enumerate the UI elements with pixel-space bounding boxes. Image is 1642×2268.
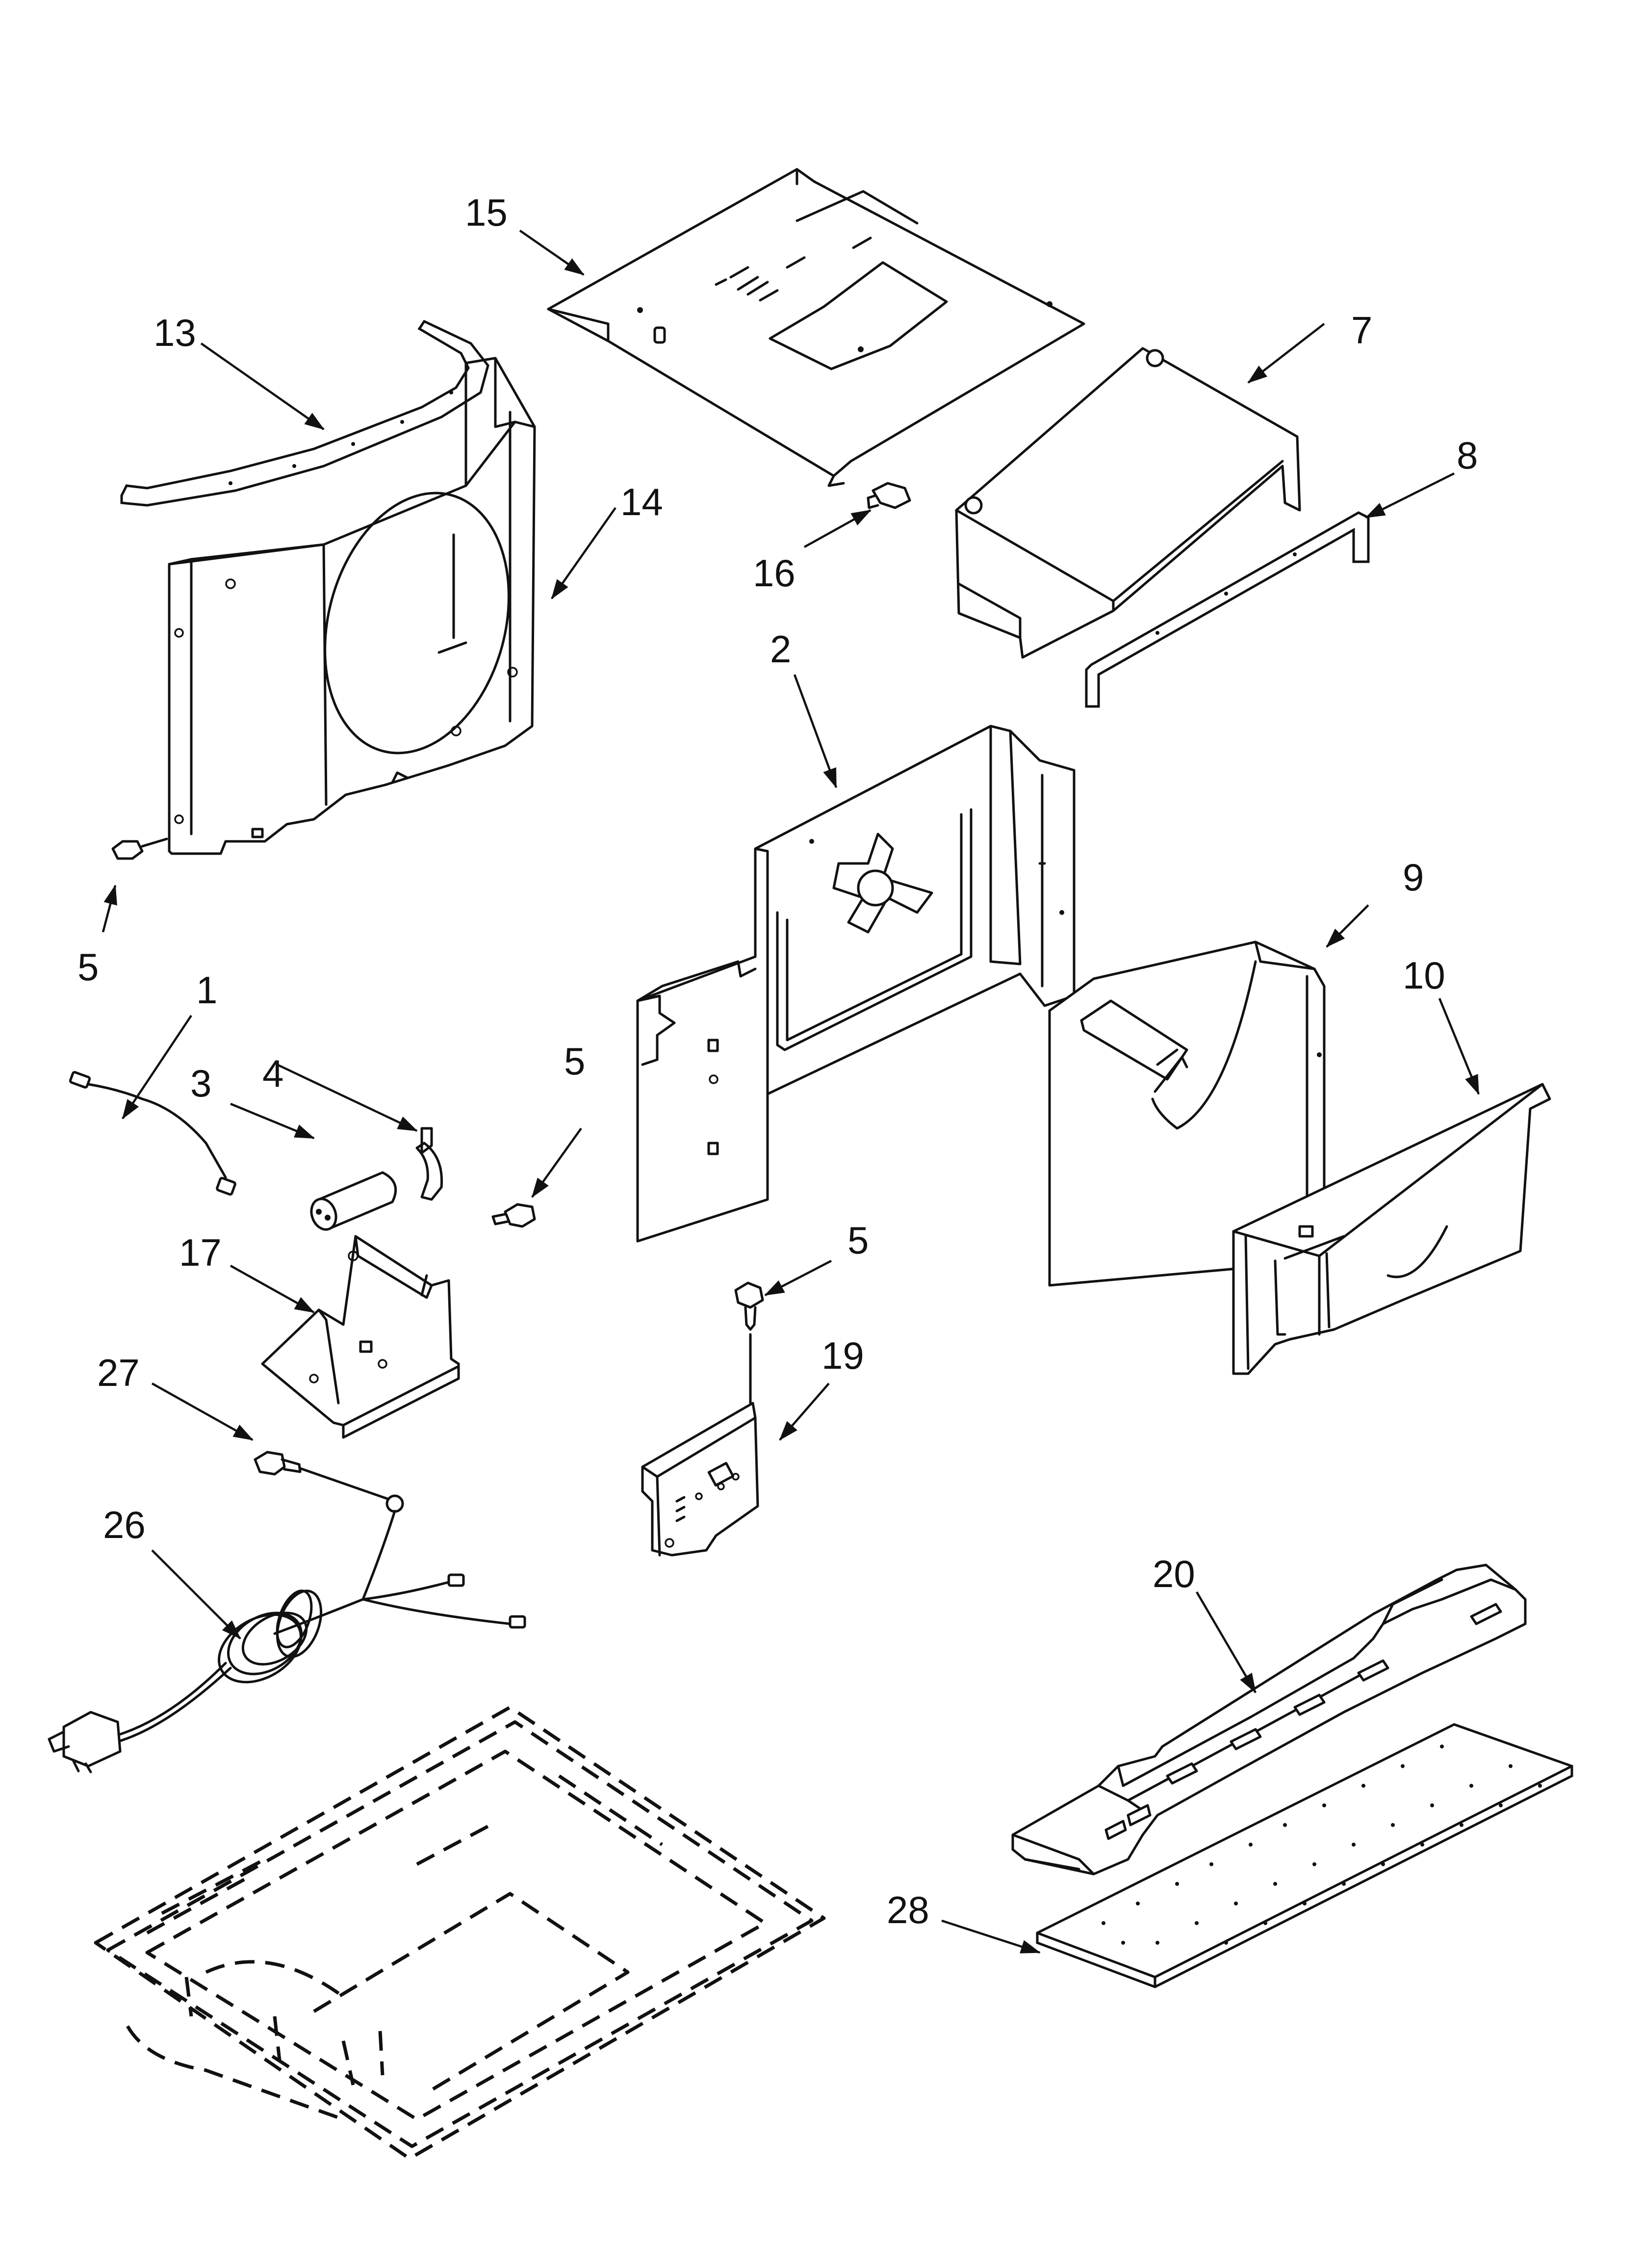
base-pan-phantom [94, 1705, 826, 2161]
part-19-control-board [641, 1333, 759, 1557]
label-14: 14 [620, 480, 663, 523]
label-9: 9 [1403, 856, 1424, 899]
label-10: 10 [1403, 954, 1445, 997]
part-4-clamp [415, 1127, 443, 1201]
filter-speckle [1102, 1745, 1542, 1945]
label-17: 17 [179, 1231, 222, 1274]
label-8: 8 [1457, 434, 1478, 477]
part-13-gasket [120, 319, 489, 507]
label-16: 16 [753, 551, 795, 595]
label-19: 19 [821, 1334, 864, 1377]
label-27: 27 [97, 1351, 140, 1394]
label-20: 20 [1153, 1552, 1195, 1595]
part-16-screw [867, 482, 911, 509]
part-26-power-cord [48, 1510, 526, 1773]
part-5-screw-c [734, 1281, 764, 1331]
label-2: 2 [770, 627, 791, 671]
leader-lines [102, 230, 1480, 1954]
part-5-screw-b [491, 1203, 536, 1228]
part-5-screw-a [111, 837, 168, 860]
label-5c: 5 [847, 1219, 869, 1262]
label-3: 3 [190, 1062, 211, 1105]
label-4: 4 [262, 1052, 283, 1095]
label-26: 26 [103, 1503, 146, 1546]
part-10-panel [1232, 1083, 1551, 1375]
part-1-wire [69, 1071, 236, 1196]
label-5a: 5 [77, 945, 99, 989]
part-20-drain-pan [1011, 1564, 1527, 1876]
label-28: 28 [887, 1888, 929, 1931]
label-1: 1 [196, 968, 217, 1012]
label-5b: 5 [564, 1040, 585, 1083]
part-3-capacitor [310, 1171, 397, 1231]
label-15: 15 [465, 191, 508, 234]
part-17-bracket [261, 1235, 460, 1439]
part-2-bulkhead [636, 725, 1076, 1243]
part-9-scroll [1048, 940, 1326, 1287]
part-labels: 15 13 14 16 7 8 2 5 1 4 3 5 9 10 5 17 27… [77, 191, 1478, 1931]
part-15-top-cover [547, 168, 1085, 487]
label-7: 7 [1351, 309, 1372, 352]
part-27-screw [254, 1451, 404, 1513]
part-8-gasket-strip [1085, 511, 1370, 708]
part-7-cover [955, 347, 1301, 659]
part-14-shroud [168, 357, 536, 855]
label-13: 13 [154, 311, 196, 354]
